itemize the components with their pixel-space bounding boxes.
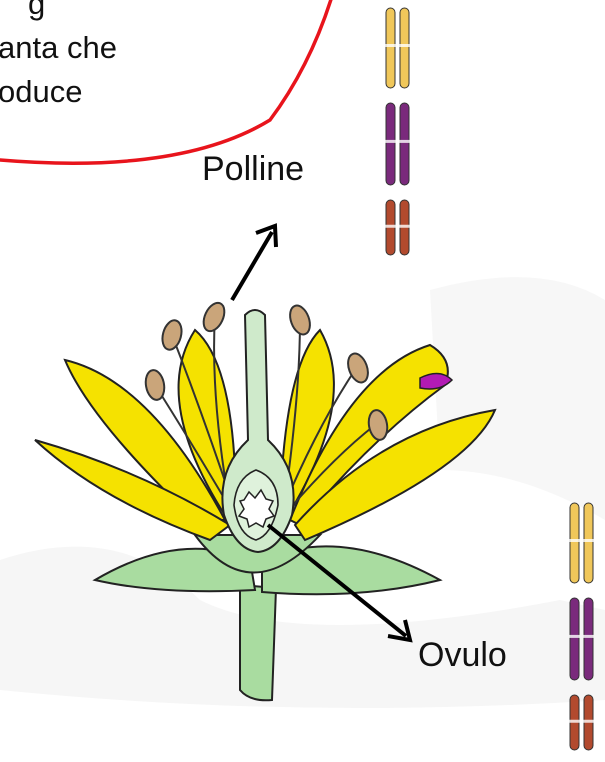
purple-chromosome-b (400, 103, 409, 185)
purple-chromosome-b (584, 598, 593, 680)
pollen-arrow (232, 226, 276, 300)
centromere (399, 44, 410, 47)
pollen-label: Polline (202, 150, 304, 189)
centromere (569, 720, 580, 723)
upper-chromosome-set (385, 8, 410, 255)
purple-chromosome-a (570, 598, 579, 680)
yellow-chromosome-a (570, 503, 579, 583)
centromere (569, 635, 580, 638)
centromere (399, 140, 410, 143)
yellow-chromosome-b (400, 8, 409, 88)
centromere (583, 635, 594, 638)
anther-3 (144, 369, 167, 402)
callout-line-1: g (28, 0, 45, 26)
ovule-label: Ovulo (418, 636, 507, 675)
centromere (385, 225, 396, 228)
anther-2 (159, 318, 184, 352)
callout-line-3: oduce (0, 70, 82, 114)
centromere (583, 539, 594, 542)
centromere (399, 225, 410, 228)
yellow-chromosome-b (584, 503, 593, 583)
yellow-chromosome-a (386, 8, 395, 88)
centromere (385, 44, 396, 47)
centromere (569, 539, 580, 542)
purple-chromosome-a (386, 103, 395, 185)
centromere (385, 140, 396, 143)
anther-4 (286, 303, 313, 337)
flower-stem (240, 585, 276, 700)
callout-line-2: anta che (0, 26, 117, 70)
centromere (583, 720, 594, 723)
background-shade-right (430, 277, 605, 520)
anther-1 (200, 300, 229, 335)
